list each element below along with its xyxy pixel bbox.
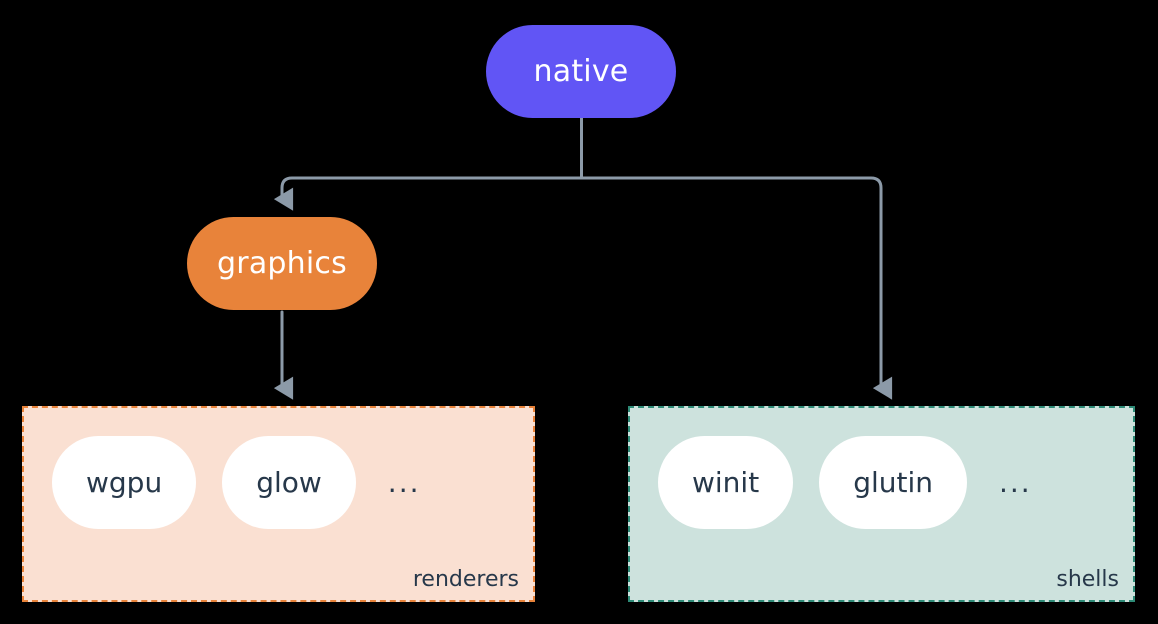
edge-native-to-graphics [273,176,583,211]
pill-winit[interactable]: winit [658,436,794,529]
renderers-overflow-ellipsis: ... [387,465,421,499]
cluster-shells-label: shells [1056,567,1119,592]
pill-glutin[interactable]: glutin [819,436,967,529]
node-native-label: native [533,54,629,89]
shells-item-row: winit glutin ... [658,436,1038,529]
node-graphics-label: graphics [217,246,347,281]
cluster-shells: winit glutin ... shells [628,406,1135,602]
renderers-item-row: wgpu glow ... [52,436,427,529]
pill-glutin-label: glutin [853,466,933,499]
pill-winit-label: winit [692,466,760,499]
shells-overflow-ellipsis: ... [999,465,1032,499]
node-graphics[interactable]: graphics [187,217,377,310]
cluster-renderers: wgpu glow ... renderers [22,406,535,602]
cluster-renderers-label: renderers [412,567,519,592]
pill-wgpu[interactable]: wgpu [52,436,197,529]
node-native[interactable]: native [486,25,676,118]
pill-glow-label: glow [256,466,322,499]
edge-native-to-shells [580,176,893,400]
pill-glow[interactable]: glow [222,436,356,529]
pill-wgpu-label: wgpu [86,466,163,499]
